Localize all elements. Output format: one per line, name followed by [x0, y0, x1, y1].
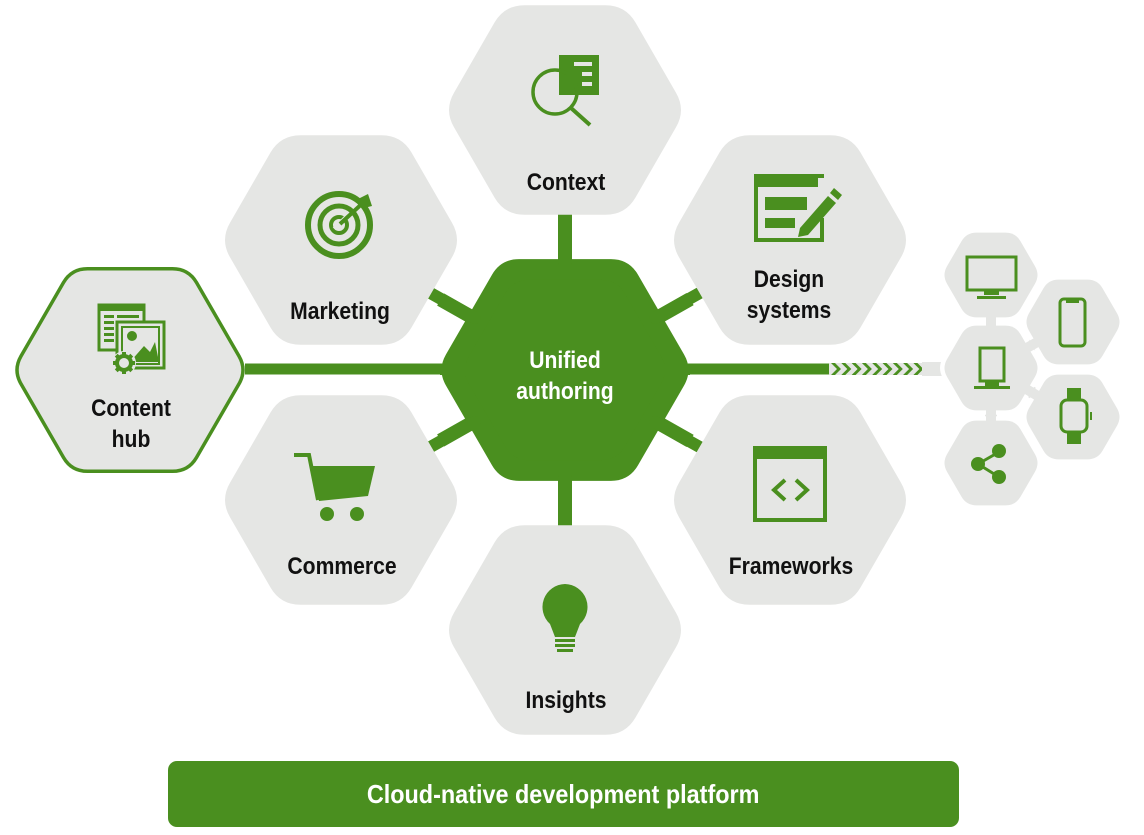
- hex-label-context[interactable]: Context: [526, 169, 606, 196]
- channel-hexagon-social[interactable]: [944, 420, 1038, 506]
- platform-bar[interactable]: Cloud-native development platform: [168, 761, 959, 827]
- magnifier-document-icon: [531, 55, 599, 127]
- hex-label-design-systems[interactable]: Design systems: [746, 266, 832, 324]
- chevron-arrow-icon: [861, 363, 872, 375]
- connector-down: [558, 475, 572, 535]
- hex-label-insights[interactable]: Insights: [525, 687, 607, 714]
- channel-hexagon-kiosk[interactable]: [944, 325, 1038, 411]
- form-pencil-icon: [754, 174, 842, 242]
- smartwatch-icon: [1059, 388, 1092, 444]
- connector-up: [558, 205, 572, 265]
- center-label-unified-authoring[interactable]: Unified authoring: [516, 347, 614, 405]
- share-icon: [971, 444, 1006, 484]
- shopping-cart-icon: [294, 453, 375, 521]
- connector-diagonal-gap: [419, 416, 481, 456]
- hexagon-commerce[interactable]: [225, 395, 457, 605]
- channel-hexagon-mobile[interactable]: [1026, 279, 1120, 365]
- chevron-arrow-icon: [872, 363, 883, 375]
- connector-diagonal-gap: [419, 284, 481, 324]
- code-window-icon: [753, 446, 827, 522]
- hex-label-commerce[interactable]: Commerce: [287, 553, 397, 580]
- smartphone-icon: [1058, 297, 1087, 348]
- connector-right: [660, 364, 690, 375]
- platform-label: Cloud-native development platform: [367, 778, 760, 809]
- monitor-icon: [965, 255, 1018, 299]
- chevron-arrow-icon: [851, 363, 862, 375]
- center-core: [465, 279, 665, 461]
- hex-label-marketing[interactable]: Marketing: [290, 298, 390, 325]
- chevron-arrow-icon: [831, 363, 841, 375]
- connector-diagonal-gap: [649, 284, 711, 324]
- chevron-arrow-icon: [882, 363, 893, 375]
- content-assets-icon: [97, 303, 166, 375]
- lightbulb-icon: [542, 584, 588, 652]
- channel-hexagon-desktop[interactable]: [944, 232, 1038, 318]
- hexagon-frameworks[interactable]: [674, 395, 906, 605]
- capability-hexagons: [15, 5, 906, 735]
- chevron-arrow-icon: [903, 363, 914, 375]
- connector-diagonal-gap: [649, 416, 711, 456]
- connector-left: [440, 364, 470, 375]
- hex-label-content-hub[interactable]: Content hub: [91, 395, 171, 453]
- arrow-track: [829, 363, 924, 375]
- kiosk-display-icon: [974, 346, 1010, 389]
- chevron-arrow-icon: [892, 363, 903, 375]
- channel-hexagon-wearable[interactable]: [1026, 374, 1120, 460]
- target-arrow-icon: [305, 191, 373, 259]
- chevron-arrow-icon: [841, 363, 852, 375]
- hex-label-frameworks[interactable]: Frameworks: [728, 553, 854, 580]
- hexagon-marketing[interactable]: [225, 135, 457, 345]
- icons: [97, 55, 1092, 652]
- channel-hexagons: [940, 228, 1124, 510]
- chevron-arrow-icon: [913, 363, 924, 375]
